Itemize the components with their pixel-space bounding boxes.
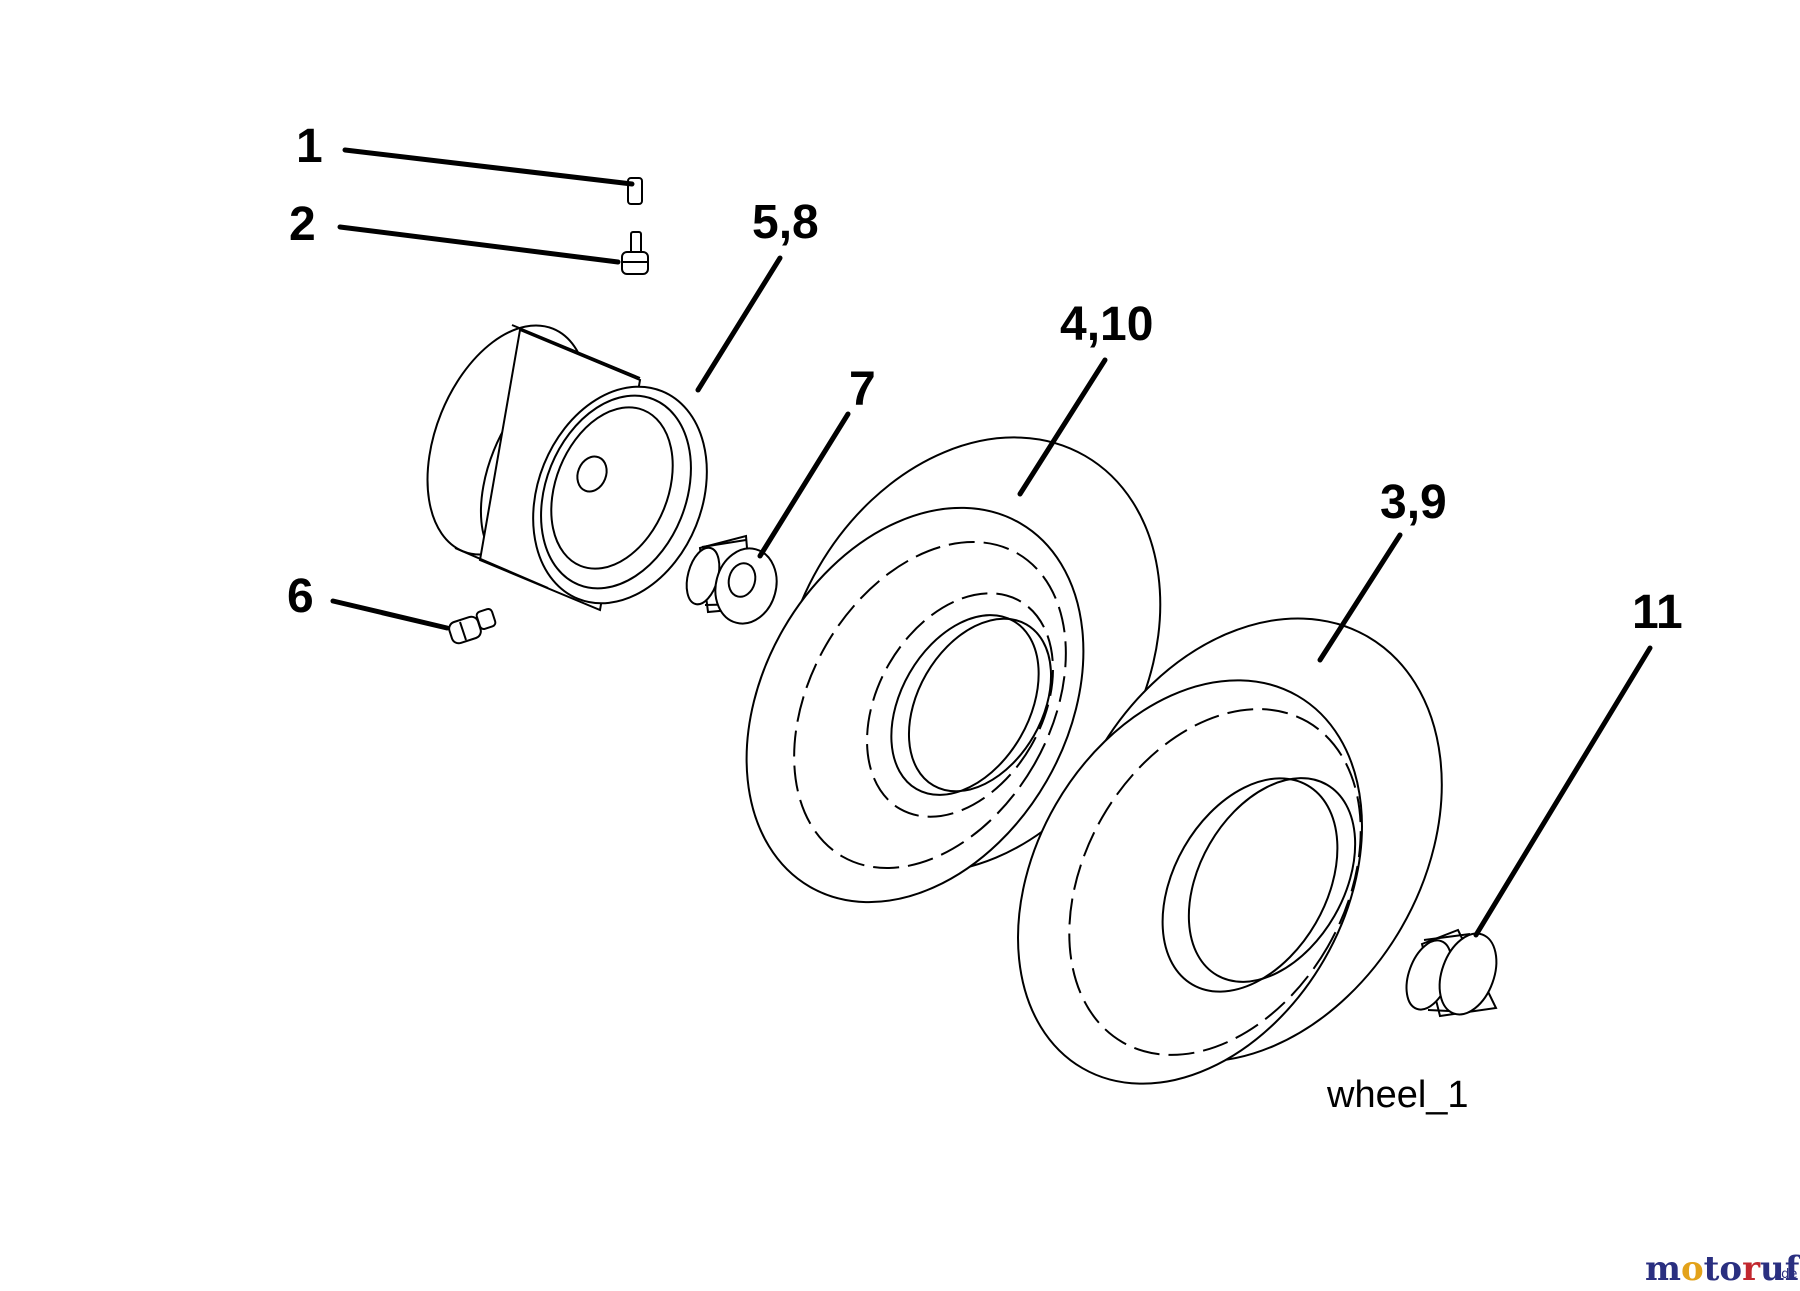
leader-line-5-8 [695,255,783,393]
leader-line-11 [1473,645,1653,938]
leader-line-1 [342,147,635,187]
callout-7: 7 [849,363,876,416]
part-tire-front [745,357,1162,904]
part-fitting [330,598,497,645]
callout-6: 6 [287,570,314,623]
watermark-letter: f [1785,1249,1800,1289]
callout-11: 11 [1632,586,1683,639]
part-valve-cap [342,147,643,205]
part-tire-rear [1017,532,1443,1085]
watermark-text: motoruf [1645,1249,1800,1289]
watermark-letter: t [1704,1249,1720,1289]
watermark-letter: o [1719,1249,1742,1289]
diagram-caption: wheel_1 [1326,1074,1469,1116]
watermark-letter: o [1681,1249,1704,1289]
watermark-suffix: .de [1777,1267,1797,1282]
callout-4-10: 4,10 [1060,298,1153,351]
watermark-letter: r [1742,1249,1761,1289]
callout-2: 2 [289,198,316,251]
leader-line-7 [757,411,851,559]
leader-line-4-10 [1017,357,1108,497]
part-hub-cap [1405,645,1653,1018]
leader-line-2 [337,224,621,265]
callout-5-8: 5,8 [752,196,819,249]
watermark-letter: u [1760,1249,1785,1289]
part-bushing [685,411,851,625]
callout-3-9: 3,9 [1380,476,1447,529]
part-valve-stem [337,224,649,275]
watermark-letter: m [1645,1249,1681,1289]
part-rim [426,255,783,612]
leader-line-3-9 [1317,532,1403,663]
watermark-logo: motoruf .de [1645,1249,1800,1289]
callout-1: 1 [296,120,323,173]
leader-line-6 [330,598,450,631]
